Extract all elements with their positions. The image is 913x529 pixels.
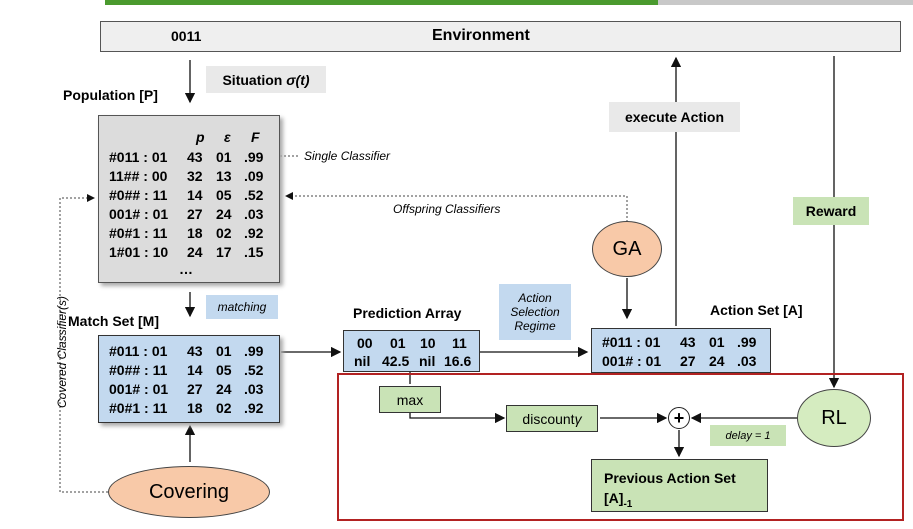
situation-label: Situation σ(t) [206, 66, 326, 93]
previous-action-set-line2: [A]-1 [604, 490, 633, 510]
execute-action-label: execute Action [609, 102, 740, 132]
sum-node: + [668, 407, 690, 429]
match-set-title: Match Set [M] [68, 313, 159, 329]
prediction-action: 01 [390, 335, 406, 351]
header-epsilon: ε [224, 129, 231, 145]
environment-bar: 0011 Environment [100, 21, 901, 52]
reward-label: Reward [793, 197, 869, 225]
action-set-box: #011 : 01 43 01 .99 001# : 01 27 24 .03 [591, 328, 771, 373]
prediction-value: 42.5 [382, 353, 410, 369]
situation-sigma: σ(t) [286, 71, 310, 88]
top-bar-grey [658, 0, 913, 5]
top-bar-green [105, 0, 658, 5]
discount-box: discount γ [506, 405, 598, 432]
covering-oval: Covering [108, 466, 270, 518]
prediction-value: 16.6 [444, 353, 472, 369]
reinforcement-frame [337, 373, 904, 521]
covered-classifiers-note: Covered Classifier(s) [55, 295, 69, 409]
prediction-value: nil [354, 353, 371, 369]
previous-action-set-box: Previous Action Set [A]-1 [591, 459, 768, 512]
action-set-title: Action Set [A] [710, 302, 803, 318]
line-offspring [285, 192, 628, 226]
rl-oval: RL [797, 389, 871, 447]
matching-label: matching [206, 295, 278, 319]
header-p: p [196, 129, 205, 145]
offspring-note: Offspring Classifiers [393, 202, 501, 216]
prediction-array-title: Prediction Array [353, 305, 462, 321]
ga-oval: GA [592, 221, 662, 277]
single-classifier-note: Single Classifier [304, 149, 391, 163]
previous-action-set-line1: Previous Action Set [604, 470, 736, 486]
environment-title: Environment [432, 27, 530, 44]
match-set-box: #011 : 01 43 01 .99 #0## : 11 14 05 .52 … [98, 335, 280, 423]
delay-label: delay = 1 [710, 425, 786, 446]
environment-code: 0011 [171, 28, 202, 44]
prediction-action: 11 [452, 335, 467, 351]
situation-prefix: Situation [222, 71, 283, 88]
population-title: Population [P] [63, 87, 158, 103]
discount-label: discount [522, 410, 575, 427]
arrow-max-to-discount [409, 412, 506, 424]
population-ellipsis: … [179, 261, 193, 277]
population-box: p ε F #011 : 01 43 01 .99 11## : 00 32 1… [98, 115, 280, 283]
action-selection-label: Action Selection Regime [499, 284, 571, 340]
prediction-action: 10 [420, 335, 436, 351]
header-f: F [251, 129, 260, 145]
discount-gamma: γ [574, 410, 582, 427]
prediction-array-box: 00 01 10 11 nil 42.5 nil 16.6 [343, 330, 480, 372]
max-box: max [379, 386, 441, 413]
prediction-value: nil [419, 353, 436, 369]
prediction-action: 00 [357, 335, 373, 351]
line-covered-classifiers [59, 194, 108, 493]
